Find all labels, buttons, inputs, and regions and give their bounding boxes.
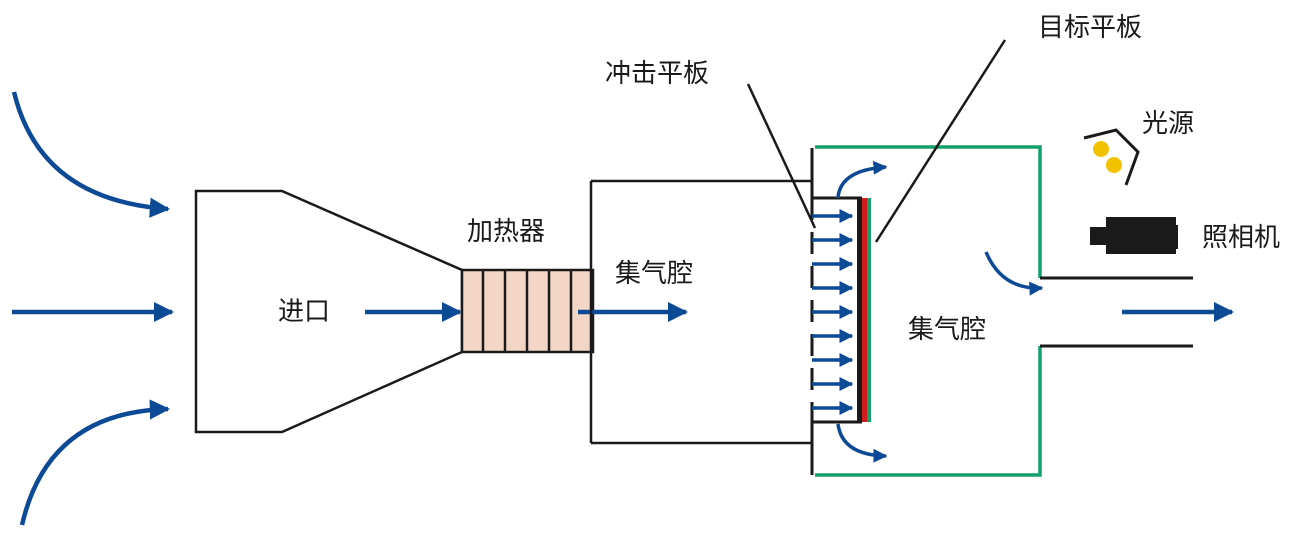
heater-label: 加热器 — [467, 217, 545, 247]
flow-arrow-bottom-curl — [836, 423, 888, 463]
target-plate-leader — [874, 39, 1007, 243]
plenum-left — [589, 179, 812, 445]
heater-fins — [481, 270, 573, 352]
plenum-left-label: 集气腔 — [615, 259, 693, 289]
camera-icon — [1090, 217, 1178, 254]
heater — [460, 268, 595, 354]
inflow-arrows — [11, 91, 175, 526]
plenum-right-label: 集气腔 — [908, 315, 986, 345]
flow-arrow-outlet-curl — [984, 251, 1044, 296]
inflow-arrow-top — [11, 91, 171, 218]
jet-arrows — [812, 209, 854, 415]
target-plate — [857, 198, 871, 422]
outlet-duct — [1040, 276, 1193, 348]
target-plate-label: 目标平板 — [1038, 13, 1142, 43]
impingement-plate-label: 冲击平板 — [605, 59, 709, 89]
camera-label: 照相机 — [1202, 223, 1280, 253]
light-source-label: 光源 — [1142, 109, 1194, 139]
inlet-label: 进口 — [278, 297, 330, 327]
inflow-arrow-bottom — [19, 399, 171, 526]
plenum-right — [815, 145, 1042, 477]
flow-arrow-top-curl — [836, 160, 888, 199]
impingement-plate-leader — [746, 83, 817, 229]
light-bulb-icon — [1083, 128, 1140, 186]
